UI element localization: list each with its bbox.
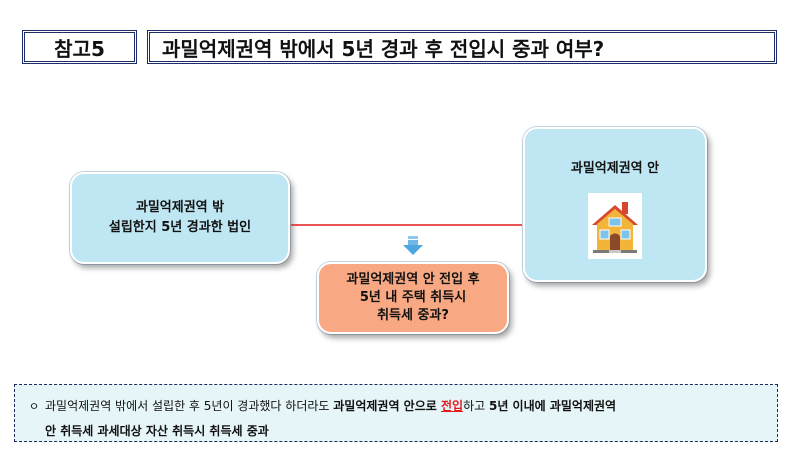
origin-box-line1: 과밀억제권역 밖 <box>135 200 225 215</box>
origin-box: 과밀억제권역 밖 설립한지 5년 경과한 법인 <box>70 172 290 264</box>
question-box-line3: 취득세 중과? <box>377 308 449 323</box>
note-line2: 안 취득세 과세대상 자산 취득시 취득세 중과 <box>45 424 269 438</box>
note-text-part4: 하고 <box>463 399 489 413</box>
page-title-text: 과밀억제권역 밖에서 5년 경과 후 전입시 중과 여부? <box>162 36 605 61</box>
note-box: ㅇ 과밀억제권역 밖에서 설립한 후 5년이 경과했다 하더라도 과밀억제권역 안… <box>14 384 778 442</box>
question-box-line2: 5년 내 주택 취득시 <box>359 290 467 305</box>
question-box: 과밀억제권역 안 전입 후 5년 내 주택 취득시 취득세 중과? <box>317 262 509 334</box>
target-box: 과밀억제권역 안 <box>523 127 707 282</box>
section-tag: 참고5 <box>22 30 137 64</box>
note-text-part2: 과밀억제권역 안으로 <box>333 399 441 413</box>
down-arrow-icon <box>403 236 423 255</box>
bullet-icon: ㅇ <box>29 400 40 413</box>
note-text-highlight: 전입 <box>440 399 464 413</box>
question-box-line1: 과밀억제권역 안 전입 후 <box>346 272 480 287</box>
origin-box-line2: 설립한지 5년 경과한 법인 <box>108 220 252 235</box>
page-title: 과밀억제권역 밖에서 5년 경과 후 전입시 중과 여부? <box>147 30 777 64</box>
note-line1: ㅇ 과밀억제권역 밖에서 설립한 후 5년이 경과했다 하더라도 과밀억제권역 안… <box>29 394 765 419</box>
house-icon <box>588 193 642 259</box>
target-box-label: 과밀억제권역 안 <box>570 161 660 176</box>
note-text-part5: 5년 이내에 과밀억제권역 <box>488 399 617 413</box>
note-text-part1: 과밀억제권역 밖에서 설립한 후 5년이 경과했다 하더라도 <box>45 399 334 413</box>
section-tag-label: 참고5 <box>54 36 105 61</box>
